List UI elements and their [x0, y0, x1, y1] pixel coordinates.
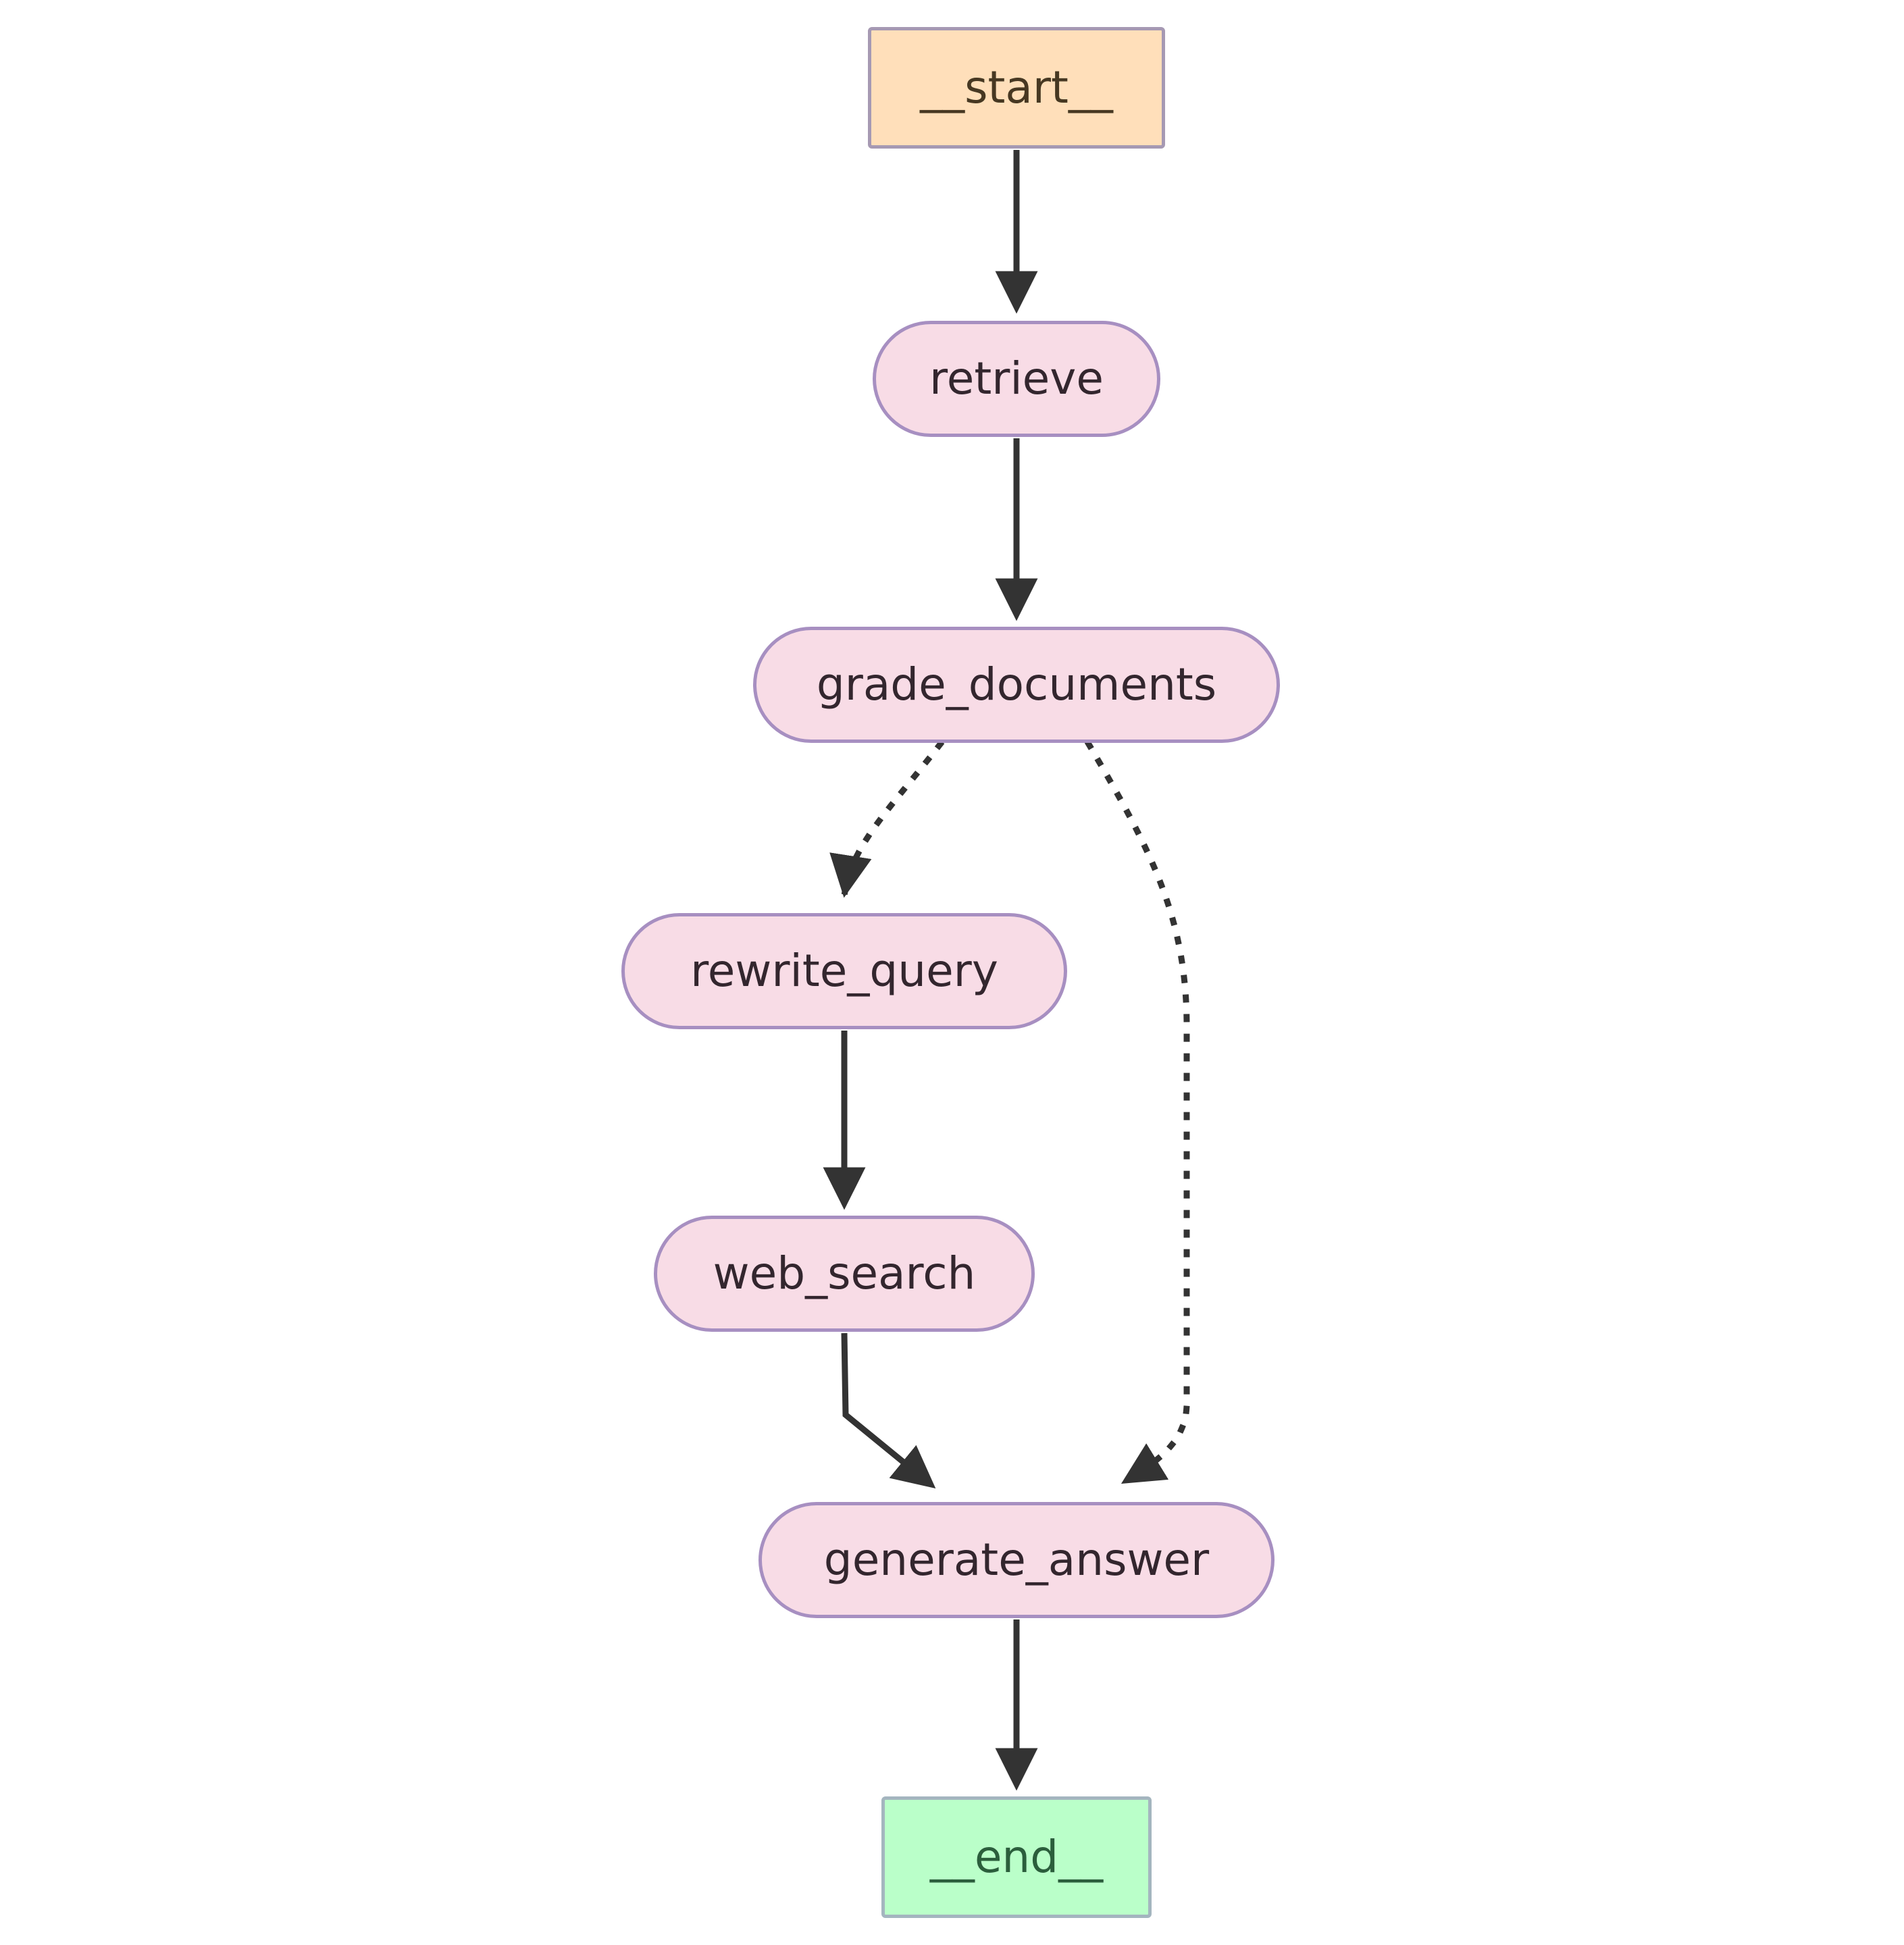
- node-web-search-label: web_search: [713, 1247, 976, 1300]
- node-retrieve: retrieve: [873, 321, 1160, 437]
- node-start: __start__: [868, 27, 1165, 149]
- edge-grade-documents-to-generate-answer: [1084, 740, 1190, 1485]
- node-web-search: web_search: [654, 1216, 1035, 1332]
- node-retrieve-label: retrieve: [929, 353, 1104, 405]
- node-grade-documents-label: grade_documents: [816, 658, 1217, 711]
- edge-grade-documents-to-rewrite-query: [829, 740, 945, 898]
- node-generate-answer: generate_answer: [758, 1502, 1275, 1618]
- node-grade-documents: grade_documents: [753, 627, 1280, 743]
- node-generate-answer-label: generate_answer: [823, 1534, 1210, 1586]
- edge-web-search-to-generate-answer: [841, 1332, 936, 1488]
- node-start-label: __start__: [920, 61, 1113, 114]
- node-rewrite-query: rewrite_query: [621, 913, 1067, 1029]
- node-end: __end__: [881, 1796, 1152, 1918]
- node-rewrite-query-label: rewrite_query: [690, 945, 998, 997]
- node-end-label: __end__: [929, 1831, 1104, 1884]
